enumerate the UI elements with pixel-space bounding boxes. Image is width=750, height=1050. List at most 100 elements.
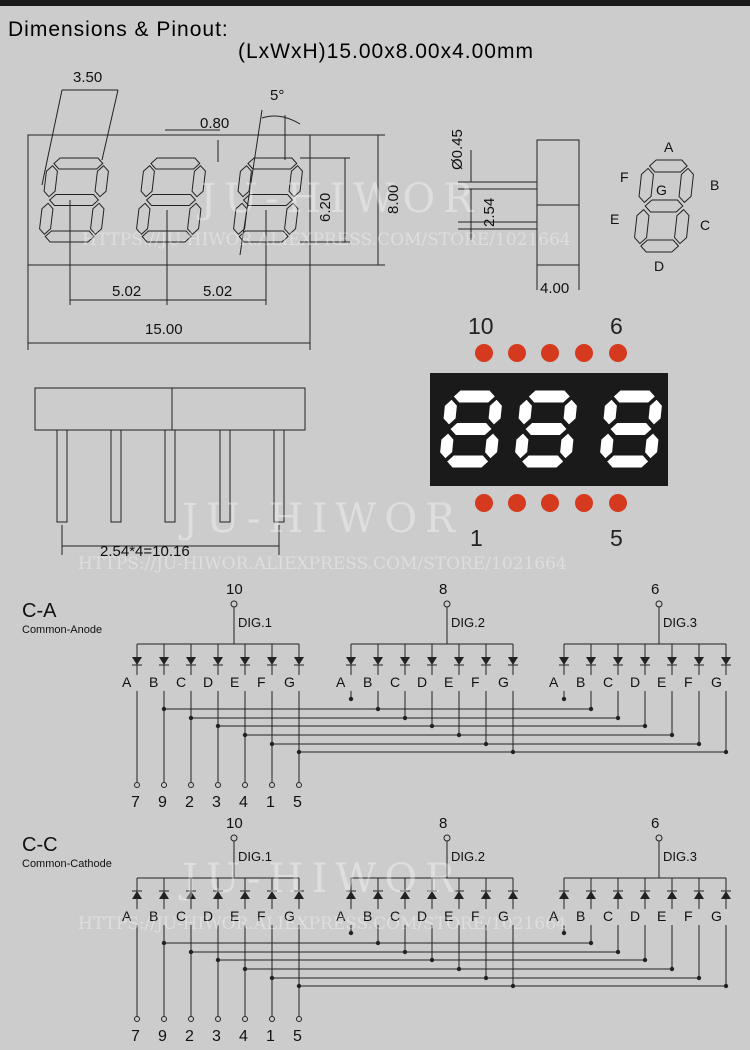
digit-3-diode-6 (721, 891, 731, 899)
segment-pin-label-5: 1 (266, 1028, 275, 1045)
digit-2-junction-0 (348, 930, 354, 936)
digit-3-seg-label-2: C (603, 674, 613, 690)
front-digit-1-seg-g (48, 194, 100, 206)
segment-pin-label-5: 1 (266, 794, 275, 811)
segment-pin-terminal-3 (215, 1016, 221, 1022)
pin-dot-top-5 (609, 344, 627, 362)
dim-angle-arc (261, 115, 301, 125)
pin-label-10: 10 (468, 313, 494, 339)
digit-1-seg-label-2: C (176, 674, 186, 690)
digit-3-diode-5 (694, 891, 704, 899)
segment-pin-label-2: 2 (185, 1028, 194, 1045)
digit-1-diode-2 (186, 891, 196, 899)
digit-3-seg-label-6: G (711, 908, 722, 924)
bottom-pin-2 (110, 429, 122, 523)
legend-label-b: B (710, 177, 719, 193)
digit-1-diode-5 (267, 657, 277, 665)
digit-1-seg-label-5: F (257, 908, 266, 924)
digit-2-seg-label-0: A (336, 674, 346, 690)
digit-3-junction-0 (561, 930, 567, 936)
digit-3-diode-4 (667, 891, 677, 899)
watermark-url-2: HTTPS://JU-HIWOR.ALIEXPRESS.COM/STORE/10… (78, 554, 567, 574)
digit-1-seg-label-4: E (230, 674, 239, 690)
front-digits (39, 157, 303, 243)
digit-1-diode-5 (267, 891, 277, 899)
front-digit-2-seg-f (140, 164, 155, 198)
digit-3-diode-1 (586, 891, 596, 899)
front-view (27, 89, 385, 350)
digit-1-diode-2 (186, 657, 196, 665)
segment-pin-label-4: 4 (239, 794, 248, 811)
digit-1-seg-label-4: E (230, 908, 239, 924)
display-digit-2-seg-e (514, 432, 530, 460)
dim-angle-line (239, 109, 263, 256)
segment-pin-terminal-2 (188, 782, 194, 788)
front-digit-3-seg-d (238, 230, 289, 243)
side-body (536, 139, 580, 266)
pin-dot-bottom-1 (475, 494, 493, 512)
bottom-view (34, 387, 306, 555)
digit-2-diode-2 (400, 891, 410, 899)
front-digit-1-seg-b (94, 164, 109, 198)
digit-2-seg-label-3: D (417, 674, 427, 690)
display-digit-1-seg-g (449, 422, 493, 436)
legend-label-f: F (620, 169, 629, 185)
segment-pin-terminal-1 (161, 1016, 167, 1022)
digit-2-diode-0 (346, 657, 356, 665)
display-digit-3-seg-a (612, 389, 657, 404)
display-digit-1-seg-e (439, 432, 455, 460)
legend-digit-seg-b (678, 167, 694, 204)
segment-pin-terminal-4 (242, 782, 248, 788)
bottom-pin-3 (164, 429, 176, 523)
dim-dp-gap: 0.80 (200, 115, 229, 132)
pin-dots (475, 344, 627, 512)
schematic-subtitle: Common-Cathode (22, 858, 112, 870)
schematic-title: C-C (22, 834, 58, 856)
digit-1-diode-3 (213, 891, 223, 899)
segment-pin-terminal-0 (134, 1016, 140, 1022)
digit-2-diode-4 (454, 891, 464, 899)
dim-angle: 5° (270, 87, 284, 104)
front-digit-3-seg-c (284, 202, 299, 236)
digit-3-seg-label-4: E (657, 908, 666, 924)
dim-3-50-ext-left (41, 89, 63, 186)
segment-pin-label-2: 2 (185, 794, 194, 811)
legend-digit-seg-f (638, 167, 654, 204)
pin-dot-top-3 (541, 344, 559, 362)
pin-dot-top-4 (575, 344, 593, 362)
front-digit-3-seg-f (237, 164, 252, 198)
bottom-pin-4 (219, 429, 231, 523)
bottom-pins (56, 429, 285, 523)
legend-label-c: C (700, 217, 710, 233)
legend-label-a: A (664, 139, 674, 155)
digit-2-diode-1 (373, 657, 383, 665)
pin-dot-bottom-5 (609, 494, 627, 512)
pin-dot-top-2 (508, 344, 526, 362)
segment-pin-label-1: 9 (158, 794, 167, 811)
digit-3-diode-0 (559, 657, 569, 665)
display-digit-3-seg-b (647, 398, 663, 426)
digit-2-diode-1 (373, 891, 383, 899)
digit-2-seg-label-1: B (363, 908, 372, 924)
front-digit-1-seg-c (90, 202, 105, 236)
digit-1-diode-6 (294, 891, 304, 899)
digit-2-diode-5 (481, 891, 491, 899)
digit-3-diode-2 (613, 891, 623, 899)
dim-pin-dia: Ø0.45 (449, 129, 466, 170)
common-pin-1-terminal (230, 834, 238, 842)
digit-1-diode-1 (159, 657, 169, 665)
digit-3-seg-label-0: A (549, 908, 559, 924)
side-dim-labels: Ø0.45 2.54 4.00 (449, 129, 569, 297)
front-digit-2-seg-g (145, 194, 197, 206)
digit-3-label: DIG.3 (663, 615, 697, 630)
display-digit-1-seg-d (445, 454, 490, 469)
dim-total-height: 8.00 (385, 185, 402, 214)
digit-2-seg-label-1: B (363, 674, 372, 690)
front-digit-3-seg-a (247, 157, 298, 170)
bottom-body (34, 387, 306, 431)
segment-pin-terminal-3 (215, 782, 221, 788)
legend-digit-seg-d (640, 239, 680, 253)
digit-2-seg-label-2: C (390, 908, 400, 924)
digit-1-diode-4 (240, 891, 250, 899)
